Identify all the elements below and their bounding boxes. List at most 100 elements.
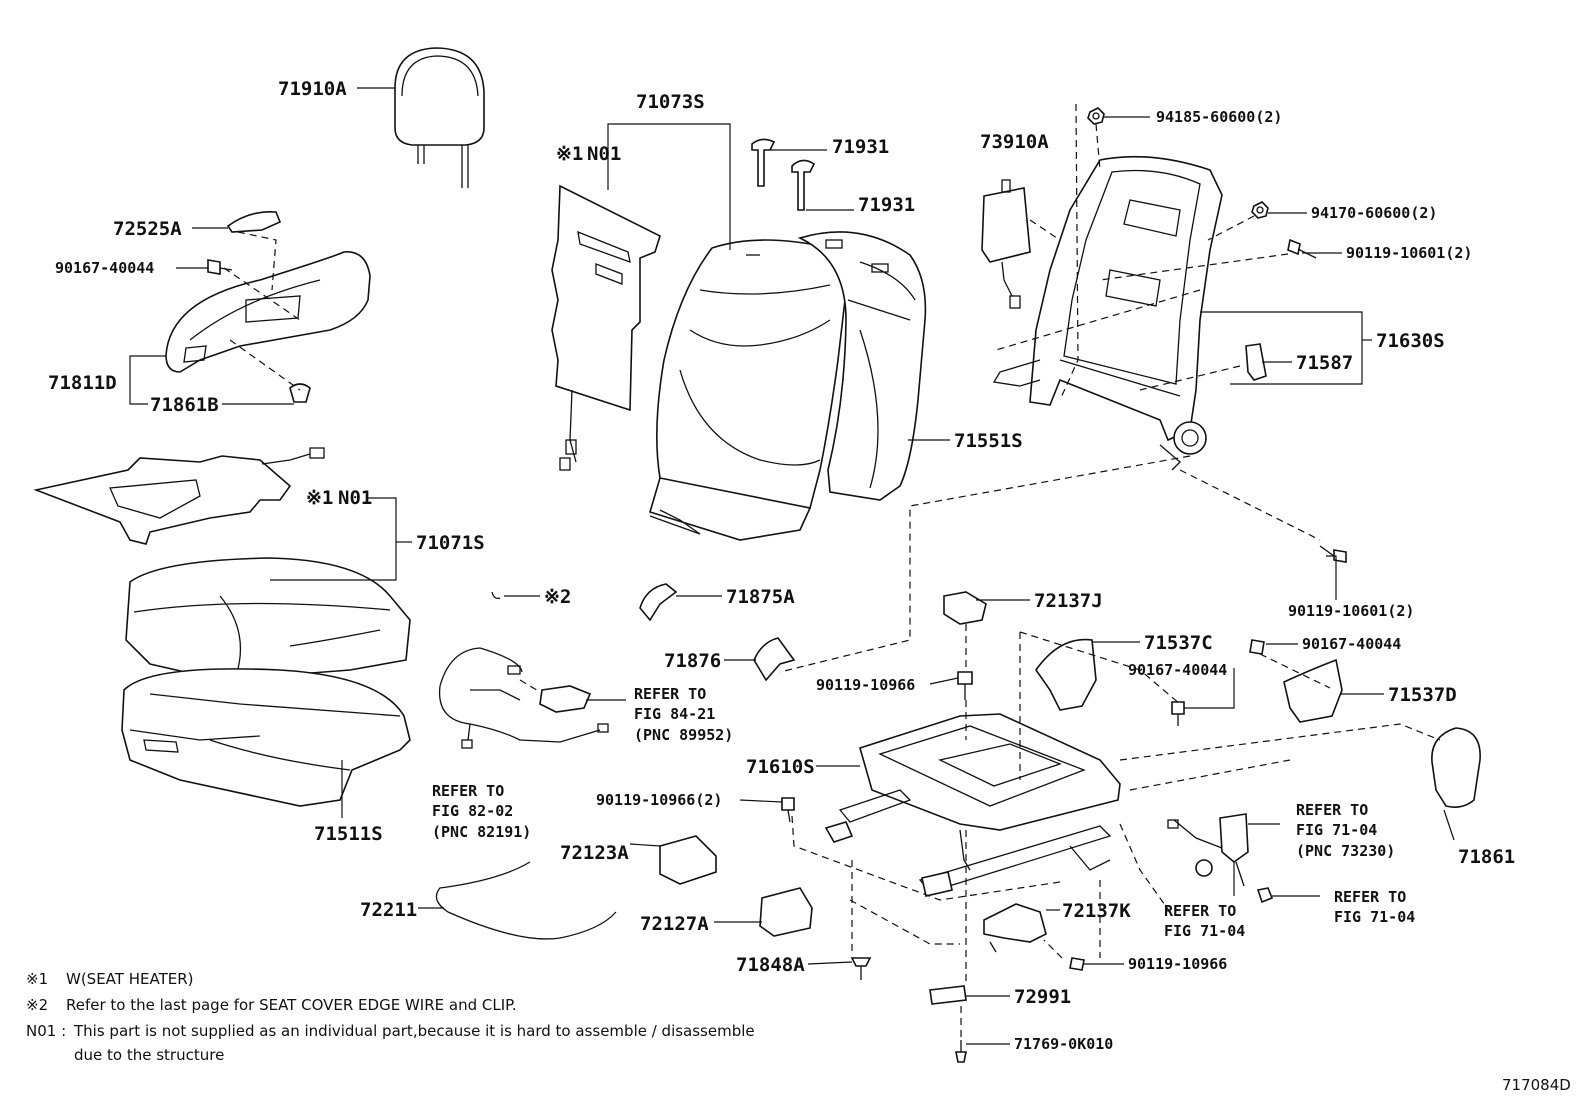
label-71537D[interactable]: 71537D <box>1388 684 1457 706</box>
cushion-heater-pad[interactable] <box>33 447 325 545</box>
note2-mark: ※2 <box>26 996 48 1014</box>
label-refer82-1[interactable]: REFER TO <box>432 782 504 800</box>
label-71630S[interactable]: 71630S <box>1376 330 1445 352</box>
label-71537C[interactable]: 71537C <box>1144 632 1213 654</box>
label-71073S[interactable]: 71073S <box>636 91 705 113</box>
label-90119-10966-c[interactable]: 90119-10966 <box>1128 955 1227 973</box>
nut-94170[interactable] <box>1251 201 1269 219</box>
bolt-90119-10966-c[interactable] <box>1069 957 1085 971</box>
label-94170-60600[interactable]: 94170-60600(2) <box>1311 204 1437 222</box>
label-72137J[interactable]: 72137J <box>1034 590 1103 612</box>
label-71511S[interactable]: 71511S <box>314 823 383 845</box>
side-shield[interactable] <box>165 251 371 373</box>
cushion-pad[interactable] <box>121 668 411 807</box>
cover-72127A[interactable] <box>759 887 813 937</box>
knob-71861[interactable] <box>1431 727 1481 808</box>
label-refer84-1[interactable]: REFER TO <box>634 685 706 703</box>
note3-mark: N01 : <box>26 1022 66 1040</box>
bolt-90119-10601-a[interactable] <box>1287 238 1317 259</box>
label-refer84-2[interactable]: FIG 84-21 <box>634 705 715 723</box>
headrest[interactable] <box>394 47 485 188</box>
leader-lines <box>129 87 1455 1045</box>
seatback-heater-pad[interactable] <box>551 184 661 471</box>
cover-72123A[interactable] <box>659 835 717 885</box>
label-n01-mid-mark: ※1 <box>306 487 333 509</box>
cover-71537C[interactable] <box>1035 638 1097 711</box>
clip-71931-a[interactable] <box>751 138 776 187</box>
cover-72525A[interactable] <box>226 210 282 233</box>
label-refer7104b-2[interactable]: FIG 71-04 <box>1164 922 1245 940</box>
label-71875A[interactable]: 71875A <box>726 586 795 608</box>
label-94185-60600[interactable]: 94185-60600(2) <box>1156 108 1282 126</box>
label-refer7104a-1[interactable]: REFER TO <box>1296 801 1368 819</box>
edge-wire-72211[interactable] <box>435 861 617 940</box>
edge-wire-clip[interactable] <box>491 591 501 600</box>
screw-90167-40044-b[interactable] <box>1171 701 1185 726</box>
label-71848A[interactable]: 71848A <box>736 954 805 976</box>
seatback-pad[interactable] <box>797 231 927 501</box>
cover-71876[interactable] <box>753 637 796 682</box>
label-refer82-2[interactable]: FIG 82-02 <box>432 802 513 820</box>
cushion-cover[interactable] <box>125 557 411 681</box>
label-refer7104c-2[interactable]: FIG 71-04 <box>1334 908 1415 926</box>
label-71931-a[interactable]: 71931 <box>832 136 889 158</box>
label-72991[interactable]: 72991 <box>1014 986 1071 1008</box>
screw-90167-40044-c[interactable] <box>1249 639 1265 655</box>
label-n01-mid[interactable]: N01 <box>338 487 372 509</box>
bracket-71587[interactable] <box>1245 343 1267 381</box>
wire-harness[interactable] <box>438 647 609 749</box>
label-90119-10966-b[interactable]: 90119-10966(2) <box>596 791 722 809</box>
seatback-cover[interactable] <box>649 239 847 541</box>
label-refer82-3[interactable]: (PNC 82191) <box>432 823 531 841</box>
seat-adjuster[interactable] <box>824 713 1121 897</box>
label-90119-10966-a[interactable]: 90119-10966 <box>816 676 915 694</box>
bracket-72991[interactable] <box>929 985 967 1005</box>
nut-94185[interactable] <box>1087 107 1105 125</box>
clip-71931-b[interactable] <box>791 159 816 211</box>
label-refer7104b-1[interactable]: REFER TO <box>1164 902 1236 920</box>
label-72137K[interactable]: 72137K <box>1062 900 1131 922</box>
label-71769-0K010[interactable]: 71769-0K010 <box>1014 1035 1113 1053</box>
label-n01-top[interactable]: N01 <box>587 143 621 165</box>
label-refer7104c-1[interactable]: REFER TO <box>1334 888 1406 906</box>
label-refer7104a-3[interactable]: (PNC 73230) <box>1296 842 1395 860</box>
cover-72137J[interactable] <box>943 591 987 625</box>
label-90167-40044-b[interactable]: 90167-40044 <box>1128 661 1227 679</box>
clip-71861B[interactable] <box>289 383 311 403</box>
label-72525A[interactable]: 72525A <box>113 218 182 240</box>
label-71861[interactable]: 71861 <box>1458 846 1515 868</box>
bolt-90119-10966-a[interactable] <box>957 671 973 700</box>
footnotes: ※1 W(SEAT HEATER) ※2 Refer to the last p… <box>26 970 755 1064</box>
seatback-frame[interactable] <box>992 155 1223 471</box>
label-71931-b[interactable]: 71931 <box>858 194 915 216</box>
label-72211[interactable]: 72211 <box>360 899 417 921</box>
label-73910A[interactable]: 73910A <box>980 131 1049 153</box>
label-71610S[interactable]: 71610S <box>746 756 815 778</box>
label-71861B[interactable]: 71861B <box>150 394 219 416</box>
label-72127A[interactable]: 72127A <box>640 913 709 935</box>
label-refer7104a-2[interactable]: FIG 71-04 <box>1296 821 1377 839</box>
clip-71769[interactable] <box>955 1040 967 1063</box>
label-72123A[interactable]: 72123A <box>560 842 629 864</box>
label-90119-10601-a[interactable]: 90119-10601(2) <box>1346 244 1472 262</box>
label-71876[interactable]: 71876 <box>664 650 721 672</box>
bolt-71848A[interactable] <box>850 957 872 980</box>
label-71587[interactable]: 71587 <box>1296 352 1353 374</box>
label-71811D[interactable]: 71811D <box>48 372 117 394</box>
bolt-90119-10601-b[interactable] <box>1319 545 1347 563</box>
screw-90167-40044-a[interactable] <box>207 259 233 275</box>
label-refer84-3[interactable]: (PNC 89952) <box>634 726 733 744</box>
label-90119-10601-b[interactable]: 90119-10601(2) <box>1288 602 1414 620</box>
cover-71875A[interactable] <box>639 583 678 622</box>
seat-belt-buckle[interactable] <box>1167 813 1274 904</box>
label-90167-40044-c[interactable]: 90167-40044 <box>1302 635 1401 653</box>
heater-controller[interactable] <box>981 179 1031 309</box>
label-71910A[interactable]: 71910A <box>278 78 347 100</box>
label-90167-40044-a[interactable]: 90167-40044 <box>55 259 154 277</box>
cover-72137K[interactable] <box>983 903 1047 953</box>
label-71071S[interactable]: 71071S <box>416 532 485 554</box>
bolt-90119-10966-b[interactable] <box>781 797 795 823</box>
label-71551S[interactable]: 71551S <box>954 430 1023 452</box>
cover-71537D[interactable] <box>1283 658 1343 723</box>
